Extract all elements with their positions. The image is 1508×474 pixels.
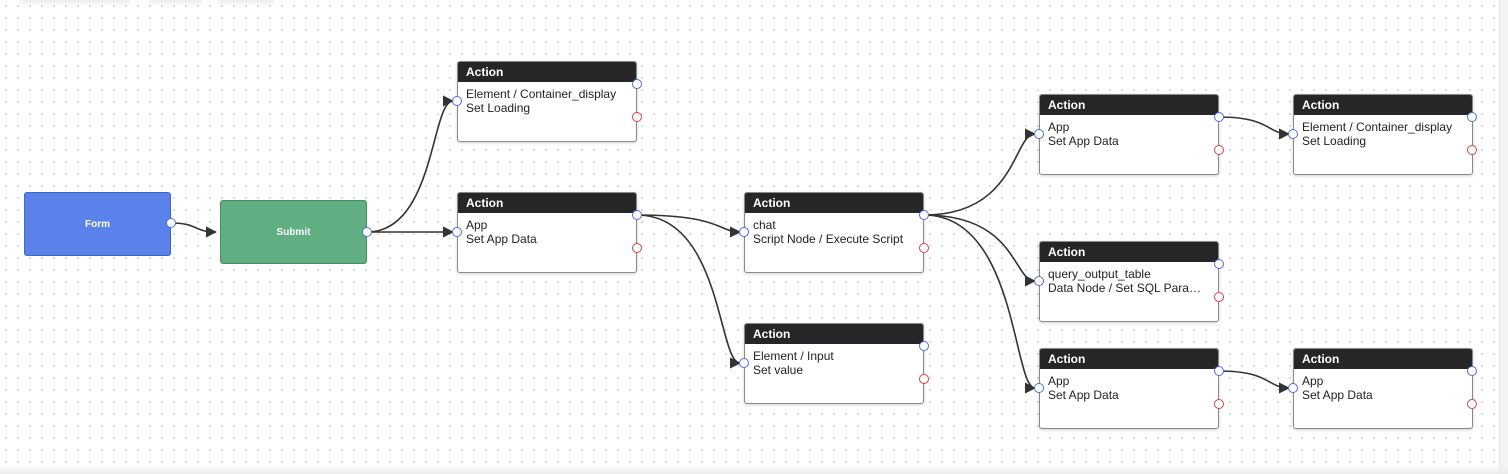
action-node-header: Action <box>1040 349 1218 369</box>
form-output-port-icon[interactable] <box>166 218 176 228</box>
error-port-icon[interactable] <box>919 243 929 253</box>
error-port-icon[interactable] <box>632 112 642 122</box>
action-node-operation: Set App Data <box>466 232 537 246</box>
submit-trigger-node[interactable]: Submit <box>220 200 367 264</box>
error-port-icon[interactable] <box>1214 292 1224 302</box>
action-node-target: Element / Container_display <box>466 87 617 101</box>
action-node-set-value[interactable]: Action Element / Input Set value <box>744 323 924 404</box>
connection-edge[interactable] <box>170 222 218 238</box>
connection-edge[interactable] <box>923 214 1037 394</box>
action-node-header: Action <box>1040 95 1218 115</box>
action-node-operation: Set Loading <box>1302 134 1367 148</box>
toolbar-shadow <box>20 0 130 2</box>
action-node-set-app-data[interactable]: Action App Set App Data <box>1039 94 1219 175</box>
action-node-set-app-data[interactable]: Action App Set App Data <box>457 192 637 273</box>
success-port-icon[interactable] <box>1214 366 1224 376</box>
error-port-icon[interactable] <box>1214 399 1224 409</box>
success-port-icon[interactable] <box>919 341 929 351</box>
error-port-icon[interactable] <box>1467 145 1477 155</box>
canvas-bottom-edge <box>0 464 1508 474</box>
action-node-target: App <box>466 218 488 232</box>
action-node-set-app-data[interactable]: Action App Set App Data <box>1039 348 1219 429</box>
connection-edge[interactable] <box>636 214 742 369</box>
action-node-header: Action <box>1040 242 1218 262</box>
error-port-icon[interactable] <box>1467 399 1477 409</box>
action-node-target: Element / Container_display <box>1302 120 1453 134</box>
action-node-target: App <box>1048 374 1070 388</box>
action-node-target: chat <box>753 218 776 232</box>
connection-edge[interactable] <box>923 214 1037 287</box>
input-port-icon[interactable] <box>1288 383 1298 393</box>
submit-output-port-icon[interactable] <box>362 227 372 237</box>
action-node-header: Action <box>1294 95 1472 115</box>
action-node-header: Action <box>745 324 923 344</box>
action-node-set-loading[interactable]: Action Element / Container_display Set L… <box>457 61 637 142</box>
action-node-target: App <box>1302 374 1324 388</box>
form-trigger-node[interactable]: Form <box>24 192 171 256</box>
submit-trigger-label: Submit <box>276 226 311 238</box>
action-node-header: Action <box>745 193 923 213</box>
action-node-operation: Data Node / Set SQL Param... <box>1048 281 1209 295</box>
success-port-icon[interactable] <box>1467 366 1477 376</box>
success-port-icon[interactable] <box>632 79 642 89</box>
connection-edge[interactable] <box>1218 370 1291 394</box>
action-node-header: Action <box>458 193 636 213</box>
form-trigger-label: Form <box>85 218 110 230</box>
success-port-icon[interactable] <box>1467 112 1477 122</box>
error-port-icon[interactable] <box>1214 145 1224 155</box>
connection-edge[interactable] <box>366 95 455 233</box>
input-port-icon[interactable] <box>1288 129 1298 139</box>
toolbar-shadow <box>218 0 274 2</box>
input-port-icon[interactable] <box>452 227 462 237</box>
action-node-set-loading[interactable]: Action Element / Container_display Set L… <box>1293 94 1473 175</box>
toolbar-shadow <box>150 0 202 2</box>
action-node-operation: Set value <box>753 363 804 377</box>
connection-edge[interactable] <box>636 214 742 238</box>
action-node-operation: Set Loading <box>466 101 531 115</box>
action-node-header: Action <box>1294 349 1472 369</box>
success-port-icon[interactable] <box>919 210 929 220</box>
action-node-operation: Set App Data <box>1302 388 1373 402</box>
action-node-target: query_output_table <box>1048 267 1151 281</box>
connection-edge[interactable] <box>923 128 1037 216</box>
action-node-operation: Script Node / Execute Script <box>753 232 904 246</box>
input-port-icon[interactable] <box>1034 129 1044 139</box>
error-port-icon[interactable] <box>919 374 929 384</box>
action-node-header: Action <box>458 62 636 82</box>
connection-edge[interactable] <box>1218 116 1291 140</box>
action-node-set-app-data[interactable]: Action App Set App Data <box>1293 348 1473 429</box>
input-port-icon[interactable] <box>739 358 749 368</box>
success-port-icon[interactable] <box>1214 259 1224 269</box>
action-node-execute-script[interactable]: Action chat Script Node / Execute Script <box>744 192 924 273</box>
action-node-target: App <box>1048 120 1070 134</box>
vertical-scrollbar[interactable] <box>1499 0 1508 474</box>
action-node-operation: Set App Data <box>1048 388 1119 402</box>
action-node-target: Element / Input <box>753 349 834 363</box>
action-node-set-sql-param[interactable]: Action query_output_table Data Node / Se… <box>1039 241 1219 322</box>
input-port-icon[interactable] <box>452 96 462 106</box>
input-port-icon[interactable] <box>1034 383 1044 393</box>
input-port-icon[interactable] <box>739 227 749 237</box>
action-node-operation: Set App Data <box>1048 134 1119 148</box>
success-port-icon[interactable] <box>1214 112 1224 122</box>
error-port-icon[interactable] <box>632 243 642 253</box>
success-port-icon[interactable] <box>632 210 642 220</box>
input-port-icon[interactable] <box>1034 276 1044 286</box>
